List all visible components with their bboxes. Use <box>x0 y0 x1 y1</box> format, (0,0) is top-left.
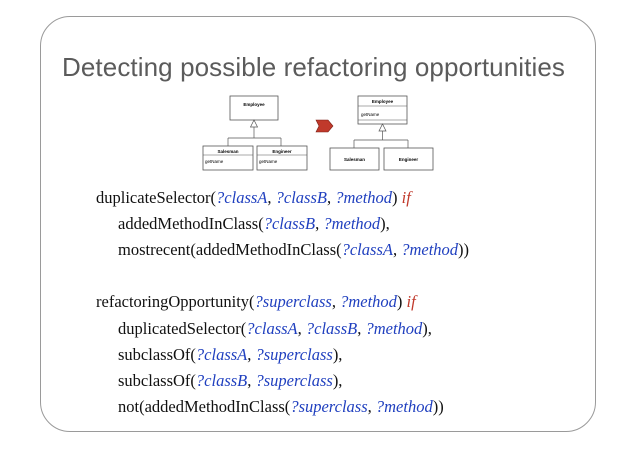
before-inheritance-triangle <box>249 119 259 128</box>
after-diagram: Employee getName Salesman Engineer <box>329 95 434 171</box>
before-salesman-name: Salesman <box>217 149 238 154</box>
before-engineer-method: getName <box>259 159 278 164</box>
rule1-body-1: addedMethodInClass(?classB, ?method), <box>118 214 390 233</box>
rule2-body-1: duplicatedSelector(?classA, ?classB, ?me… <box>118 319 432 338</box>
after-employee-method: getName <box>361 112 380 117</box>
before-employee-box <box>229 95 279 121</box>
rule2-body-2: subclassOf(?classA, ?superclass), <box>118 345 343 364</box>
before-engineer-box <box>256 145 308 171</box>
rule2-body-4: not(addedMethodInClass(?superclass, ?met… <box>118 397 444 416</box>
after-engineer-name: Engineer <box>399 157 419 162</box>
after-engineer-box <box>383 147 434 171</box>
after-salesman-name: Salesman <box>344 157 365 162</box>
refactor-arrow-icon <box>315 119 334 133</box>
after-employee-name: Employee <box>372 99 394 104</box>
after-employee-box <box>357 95 408 125</box>
before-salesman-box <box>202 145 254 171</box>
slide-title: Detecting possible refactoring opportuni… <box>62 52 566 82</box>
before-employee-name: Employee <box>243 102 265 107</box>
before-salesman-method: getName <box>205 159 224 164</box>
rule1-head: duplicateSelector(?classA, ?classB, ?met… <box>96 188 411 207</box>
after-inheritance-triangle <box>378 123 387 132</box>
rule1-body-2: mostrecent(addedMethodInClass(?classA, ?… <box>118 240 470 259</box>
before-engineer-name: Engineer <box>272 149 292 154</box>
before-diagram: Employee Salesman getName Engineer getNa… <box>202 95 308 171</box>
after-salesman-box <box>329 147 380 171</box>
rule2-head: refactoringOpportunity(?superclass, ?met… <box>96 292 416 311</box>
slide-frame <box>40 16 596 432</box>
rule2-body-3: subclassOf(?classB, ?superclass), <box>118 371 343 390</box>
